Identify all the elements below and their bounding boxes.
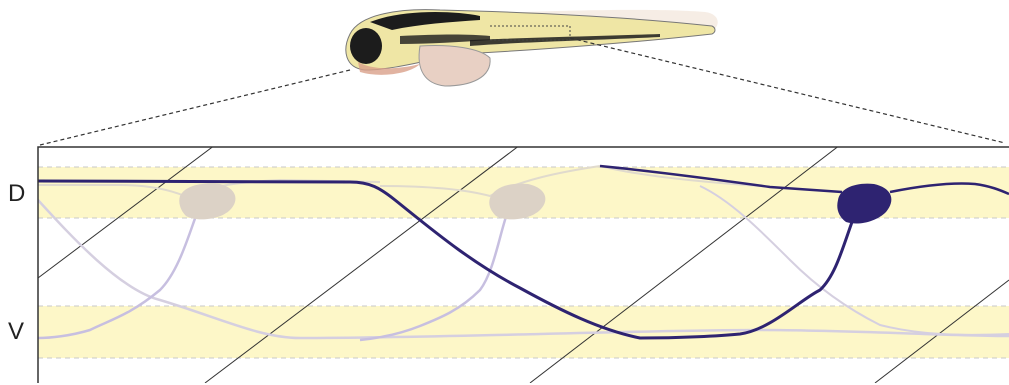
ventral-label: V (8, 320, 24, 344)
spinal-cord-panel (38, 145, 1009, 383)
zoom-guide-left (40, 70, 350, 145)
zebrafish-larva-icon (346, 10, 718, 86)
zoom-guide-right (570, 38, 1005, 143)
dorsal-label: D (8, 182, 25, 206)
